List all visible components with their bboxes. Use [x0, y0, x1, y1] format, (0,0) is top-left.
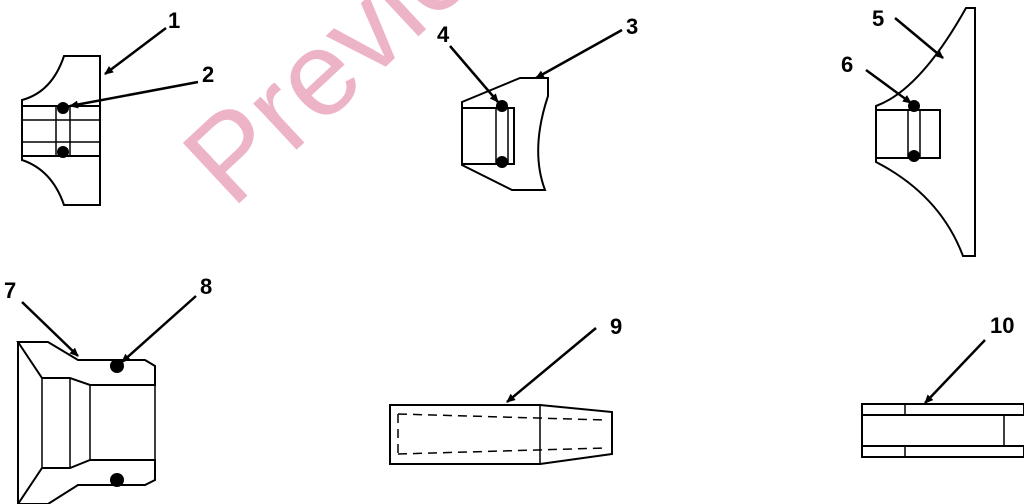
- part-10-threaded-tube: [861, 403, 1024, 458]
- leader-4: [449, 45, 499, 103]
- o-ring-top-8: [110, 359, 124, 373]
- part-3-tapered-fitting: [461, 77, 549, 191]
- part-7-nipple-fitting: [16, 341, 156, 504]
- part-1-flange-fitting: [21, 55, 101, 206]
- callout-8: 8: [200, 274, 212, 299]
- leader-10: [924, 339, 986, 404]
- leader-7: [21, 301, 79, 357]
- callout-2: 2: [202, 62, 214, 87]
- o-ring-bottom-1: [57, 146, 69, 158]
- o-ring-bottom-4: [496, 156, 508, 168]
- callout-4: 4: [437, 22, 450, 47]
- leader-8: [121, 295, 197, 363]
- callout-6: 6: [841, 52, 853, 77]
- o-ring-bottom-6: [908, 150, 920, 162]
- o-ring-top-1: [57, 102, 69, 114]
- o-ring-top-4: [496, 100, 508, 112]
- callout-7: 7: [4, 278, 16, 303]
- callout-10: 10: [990, 313, 1014, 338]
- leader-3: [535, 28, 623, 80]
- callout-9: 9: [610, 314, 622, 339]
- o-ring-bottom-8: [110, 473, 124, 487]
- callout-3: 3: [626, 14, 638, 39]
- leader-2: [69, 80, 199, 109]
- leader-6: [865, 68, 912, 105]
- callout-1: 1: [168, 8, 180, 33]
- callout-5: 5: [872, 6, 884, 31]
- preview-watermark: Preview: [158, 0, 562, 229]
- leader-5: [894, 17, 944, 59]
- leader-1: [104, 27, 167, 75]
- part-5-flared-fitting: [875, 7, 976, 257]
- part-9-tapered-tube: [389, 404, 613, 465]
- leader-9: [506, 327, 597, 403]
